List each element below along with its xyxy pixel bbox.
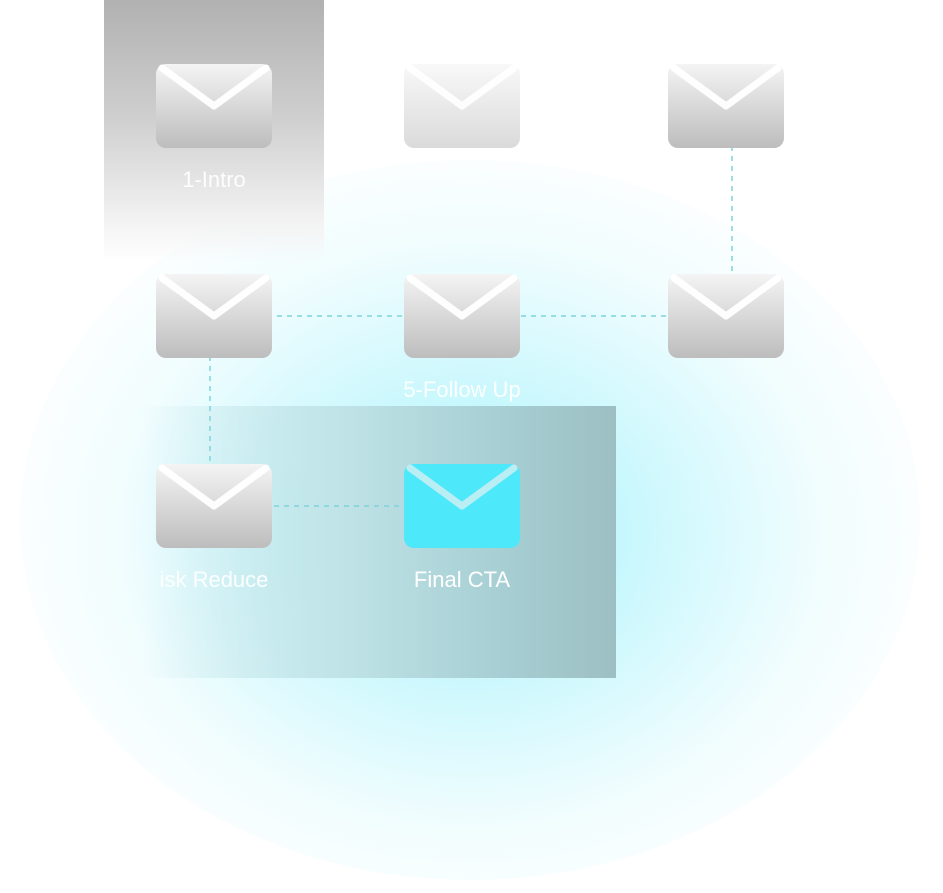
email-node-final-cta[interactable]: Final CTA	[372, 464, 552, 604]
envelope-icon	[404, 64, 520, 148]
email-node-label: Final CTA	[413, 567, 511, 592]
email-node-label: isk Reduce	[159, 567, 269, 592]
email-node-intro[interactable]: 1-Intro	[124, 64, 304, 204]
envelope-icon	[156, 274, 272, 358]
email-node-label: 5-Follow Up	[403, 377, 521, 402]
email-node-step3[interactable]	[636, 64, 816, 204]
email-node-label: 1-Intro	[182, 167, 246, 192]
envelope-icon	[404, 464, 520, 548]
email-node-follow-up[interactable]: 5-Follow Up	[372, 274, 552, 414]
email-node-step4[interactable]	[124, 274, 304, 414]
envelope-icon	[668, 64, 784, 148]
envelope-icon	[156, 464, 272, 548]
email-node-risk-reduce[interactable]: isk Reduce	[124, 464, 304, 604]
envelope-icon	[668, 274, 784, 358]
envelope-icon	[404, 274, 520, 358]
email-node-step6[interactable]	[636, 274, 816, 414]
envelope-icon	[156, 64, 272, 148]
email-node-step2[interactable]	[372, 64, 552, 204]
